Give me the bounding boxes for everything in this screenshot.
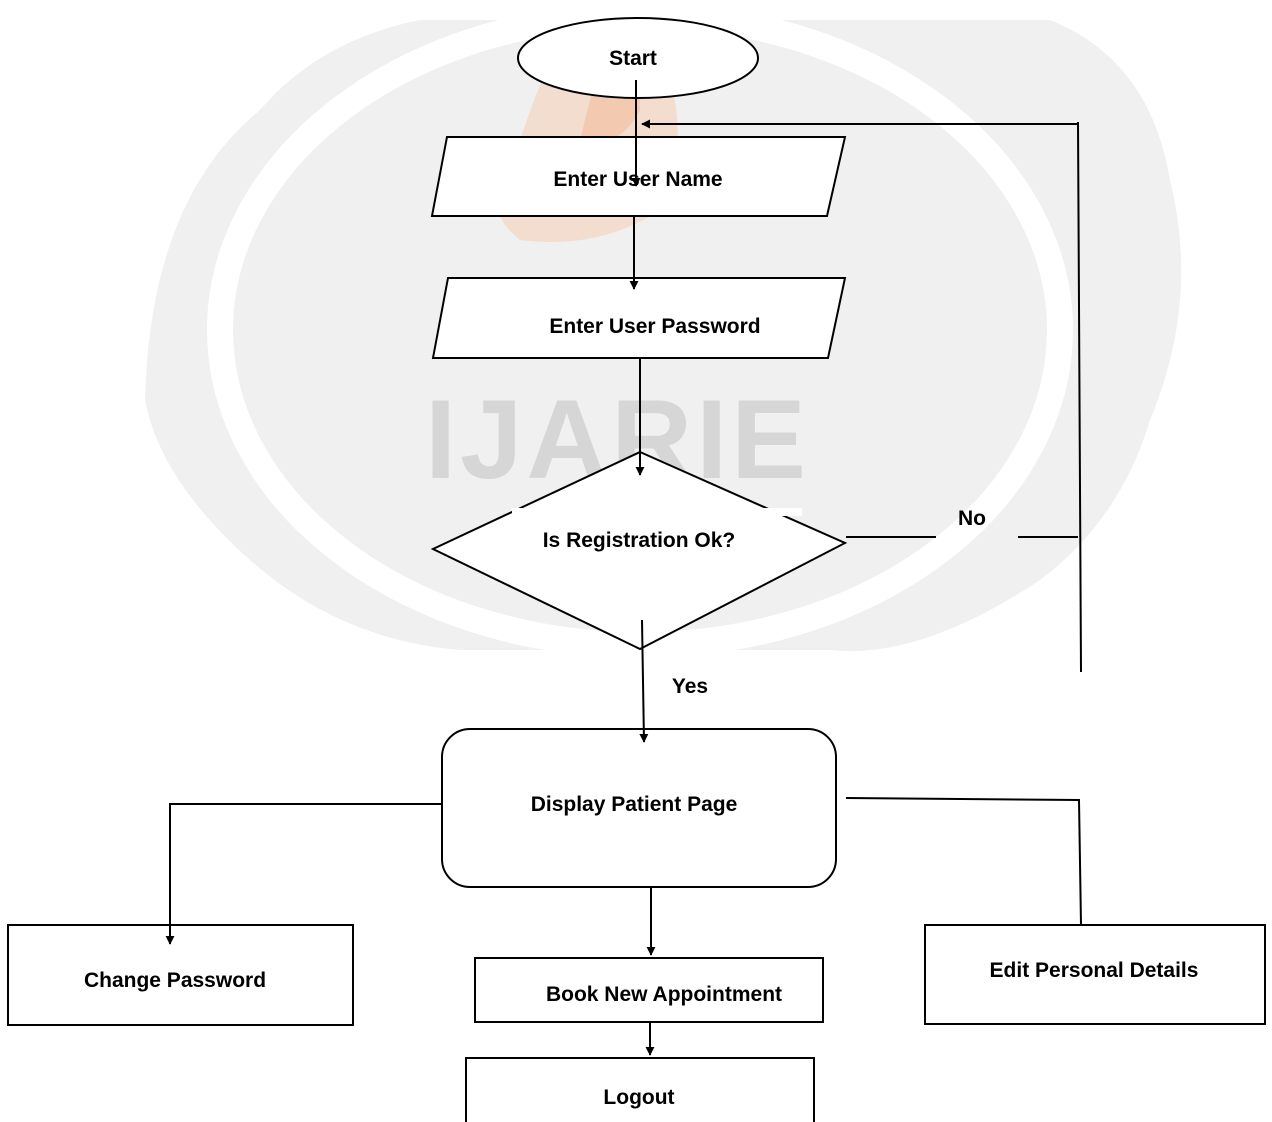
yes-label: Yes [672,675,708,698]
enter-username-label: Enter User Name [553,168,722,191]
logout-node [465,1057,815,1122]
logout-label: Logout [603,1086,674,1109]
start-node [517,17,759,99]
no-loop-vertical [1077,121,1082,673]
book-appointment-label: Book New Appointment [546,983,782,1006]
change-password-node [7,924,354,1026]
enter-password-label: Enter User Password [549,315,760,338]
line-display-to-edit-details [845,797,1082,926]
enter-username-node [430,136,847,217]
arrow-display-to-change-password [165,803,442,945]
edit-details-label: Edit Personal Details [990,959,1199,982]
arrow-decision-yes [639,619,649,743]
no-label: No [958,507,986,530]
start-label: Start [609,47,657,70]
book-appointment-node [474,957,824,1023]
change-password-label: Change Password [84,969,266,992]
decision-mask [512,508,802,516]
display-patient-node [441,728,837,888]
edit-details-node [924,924,1266,1025]
enter-password-node [431,277,847,359]
display-patient-label: Display Patient Page [531,793,738,816]
decision-label: Is Registration Ok? [543,529,736,552]
